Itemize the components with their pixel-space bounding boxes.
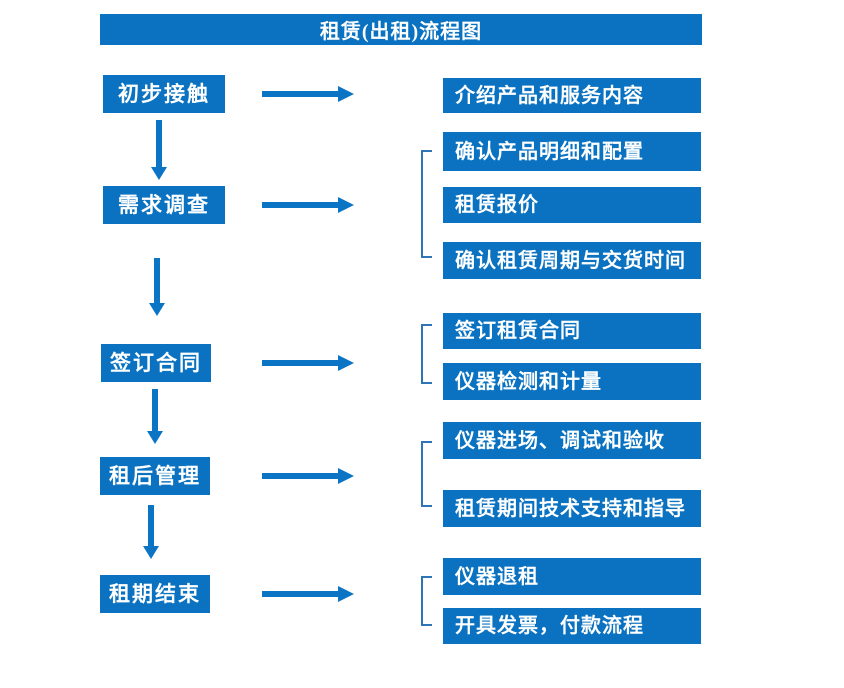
arrow-head [149,303,165,316]
arrow-shaft [154,258,160,303]
arrow-head [338,468,354,484]
detail-box-confirm-product-details: 确认产品明细和配置 [443,132,701,171]
arrow-head [338,586,354,602]
flowchart-title: 租赁(出租)流程图 [319,21,483,43]
arrow-head [151,167,167,180]
arrow-down-icon [149,258,165,316]
group-bracket [421,441,432,507]
arrow-shaft [262,473,340,479]
arrow-shaft [152,389,158,431]
arrow-head [338,86,354,102]
arrow-shaft [262,91,340,97]
stage-box-post-rental-management: 租后管理 [100,457,210,495]
arrow-right-icon [262,468,354,484]
arrow-head [143,546,159,559]
detail-box-sign-rental-contract: 签订租赁合同 [443,313,701,349]
arrow-shaft [262,202,340,208]
detail-box-instrument-return: 仪器退租 [443,558,701,595]
arrow-right-icon [262,197,354,213]
arrow-head [147,431,163,444]
detail-box-instrument-setup-acceptance: 仪器进场、调试和验收 [443,422,701,459]
arrow-shaft [148,505,154,546]
title-bar: 租赁(出租)流程图 [100,14,702,45]
arrow-down-icon [151,120,167,180]
detail-box-introduce-products: 介绍产品和服务内容 [443,78,701,113]
detail-box-invoice-payment: 开具发票，付款流程 [443,608,701,644]
arrow-head [338,197,354,213]
detail-box-rental-quote: 租赁报价 [443,187,701,223]
arrow-shaft [156,120,162,167]
group-bracket [421,324,432,384]
stage-box-rental-end: 租期结束 [100,575,210,613]
group-bracket [421,576,432,626]
arrow-shaft [262,360,340,366]
stage-box-sign-contract: 签订合同 [101,344,211,382]
stage-box-initial-contact: 初步接触 [103,75,225,113]
detail-box-confirm-rental-period: 确认租赁周期与交货时间 [443,242,701,279]
group-bracket [421,150,432,258]
arrow-right-icon [262,355,354,371]
arrow-shaft [262,591,340,597]
arrow-head [338,355,354,371]
arrow-down-icon [143,505,159,559]
arrow-right-icon [262,86,354,102]
detail-box-instrument-testing: 仪器检测和计量 [443,363,701,400]
arrow-down-icon [147,389,163,444]
stage-box-demand-survey: 需求调查 [103,186,225,224]
detail-box-rental-tech-support: 租赁期间技术支持和指导 [443,490,701,527]
arrow-right-icon [262,586,354,602]
